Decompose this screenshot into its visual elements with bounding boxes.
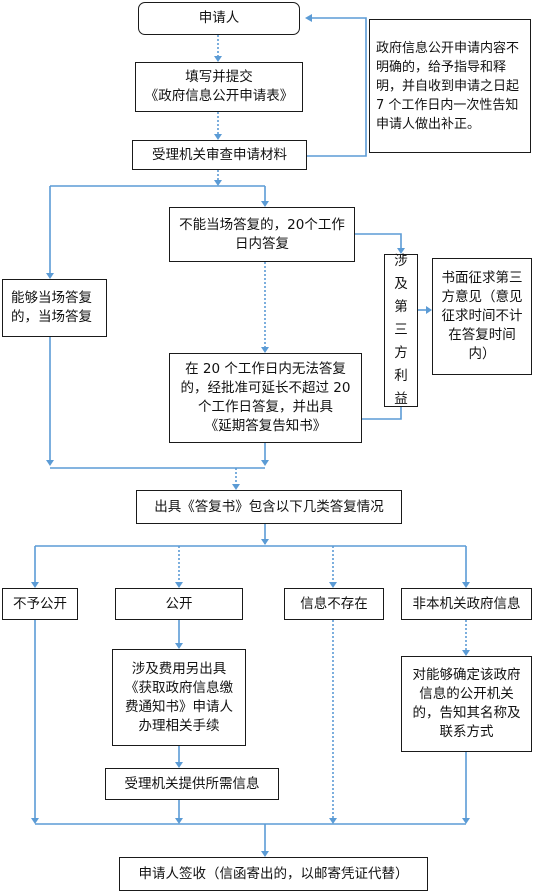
node-public-label: 公开 bbox=[165, 595, 193, 612]
node-within-20-days: 不能当场答复的，20个工作日内答复 bbox=[169, 207, 355, 262]
node-public: 公开 bbox=[115, 588, 243, 620]
arrow-head bbox=[462, 818, 470, 824]
arrow-head bbox=[31, 818, 39, 824]
arrow-head bbox=[261, 460, 269, 466]
arrow-head bbox=[175, 762, 183, 768]
node-immediate-reply: 能够当场答复的，当场答复 bbox=[2, 279, 107, 337]
node-inform-org-label: 对能够确定该政府信息的公开机关的，告知其名称及联系方式 bbox=[412, 667, 521, 740]
node-provide-info-label: 受理机关提供所需信息 bbox=[124, 775, 260, 792]
connector-review-to-guidance bbox=[307, 17, 367, 157]
arrow-head bbox=[329, 582, 337, 588]
node-inform-org: 对能够确定该政府信息的公开机关的，告知其名称及联系方式 bbox=[401, 656, 532, 752]
node-not-this-org-label: 非本机关政府信息 bbox=[412, 595, 521, 612]
node-not-this-org: 非本机关政府信息 bbox=[401, 588, 532, 620]
connector-within20-to-third-party bbox=[355, 233, 402, 248]
node-review-label: 受理机关审查申请材料 bbox=[152, 146, 287, 163]
arrow-head bbox=[46, 460, 54, 466]
arrow-head bbox=[175, 582, 183, 588]
arrow-head bbox=[329, 818, 337, 824]
node-within-20-days-label: 不能当场答复的，20个工作日内答复 bbox=[179, 216, 345, 252]
node-not-exist: 信息不存在 bbox=[284, 588, 384, 620]
arrow-head bbox=[261, 201, 269, 207]
arrow-head bbox=[261, 851, 269, 857]
arrow-head bbox=[175, 643, 183, 649]
node-fee-notice-label: 涉及费用另出具《获取政府信息缴费通知书》申请人办理相关手续 bbox=[125, 660, 233, 734]
arrow-head bbox=[426, 306, 432, 314]
node-fill-form: 填写并提交 《政府信息公开申请表》 bbox=[135, 62, 303, 112]
arrow-head bbox=[214, 134, 222, 140]
node-extend: 在 20 个工作日内无法答复的，经批准可延长不超过 20个工作日答复，并出具 《… bbox=[169, 353, 362, 443]
node-extend-label: 在 20 个工作日内无法答复的，经批准可延长不超过 20个工作日答复，并出具 《… bbox=[180, 361, 351, 434]
arrow-head bbox=[305, 14, 312, 22]
node-not-public: 不予公开 bbox=[2, 588, 78, 620]
node-applicant-label: 申请人 bbox=[198, 10, 240, 26]
node-not-public-label: 不予公开 bbox=[13, 595, 67, 612]
arrow-head bbox=[261, 347, 269, 353]
node-sign-receipt-label: 申请人签收（信函寄出的，以邮寄凭证代替） bbox=[138, 865, 409, 882]
arrow-head bbox=[31, 582, 39, 588]
arrow-head bbox=[462, 582, 470, 588]
node-not-exist-label: 信息不存在 bbox=[300, 595, 368, 612]
arrow-head bbox=[261, 539, 269, 545]
arrow-head bbox=[46, 273, 54, 279]
node-issue-reply-label: 出具《答复书》包含以下几类答复情况 bbox=[154, 498, 384, 515]
node-fill-form-label: 填写并提交 《政府信息公开申请表》 bbox=[144, 69, 294, 104]
node-guidance-note: 政府信息公开申请内容不明确的，给予指导和释明，并自收到申请之日起 7 个工作日内… bbox=[369, 19, 531, 153]
arrow-head bbox=[175, 818, 183, 824]
node-third-party: 涉及第三方利益 bbox=[384, 253, 418, 407]
node-sign-receipt: 申请人签收（信函寄出的，以邮寄凭证代替） bbox=[119, 857, 428, 891]
arrow-head bbox=[214, 56, 222, 62]
arrow-head bbox=[214, 180, 222, 186]
node-immediate-reply-label: 能够当场答复的，当场答复 bbox=[11, 290, 92, 325]
node-written-opinion-label: 书面征求第三方意见（意见征求时间不计在答复时间内） bbox=[441, 270, 523, 362]
node-written-opinion: 书面征求第三方意见（意见征求时间不计在答复时间内） bbox=[432, 258, 532, 375]
node-guidance-note-label: 政府信息公开申请内容不明确的，给予指导和释明，并自收到申请之日起 7 个工作日内… bbox=[376, 40, 520, 132]
node-fee-notice: 涉及费用另出具《获取政府信息缴费通知书》申请人办理相关手续 bbox=[112, 649, 246, 746]
connector-third-party-to-extend bbox=[362, 407, 402, 420]
arrow-head bbox=[232, 484, 240, 490]
node-review: 受理机关审查申请材料 bbox=[132, 140, 307, 170]
node-applicant: 申请人 bbox=[138, 2, 300, 35]
node-issue-reply: 出具《答复书》包含以下几类答复情况 bbox=[136, 490, 402, 524]
node-provide-info: 受理机关提供所需信息 bbox=[105, 768, 279, 800]
arrow-head bbox=[397, 248, 405, 254]
node-third-party-label: 涉及第三方利益 bbox=[394, 253, 408, 407]
arrow-head bbox=[462, 650, 470, 656]
